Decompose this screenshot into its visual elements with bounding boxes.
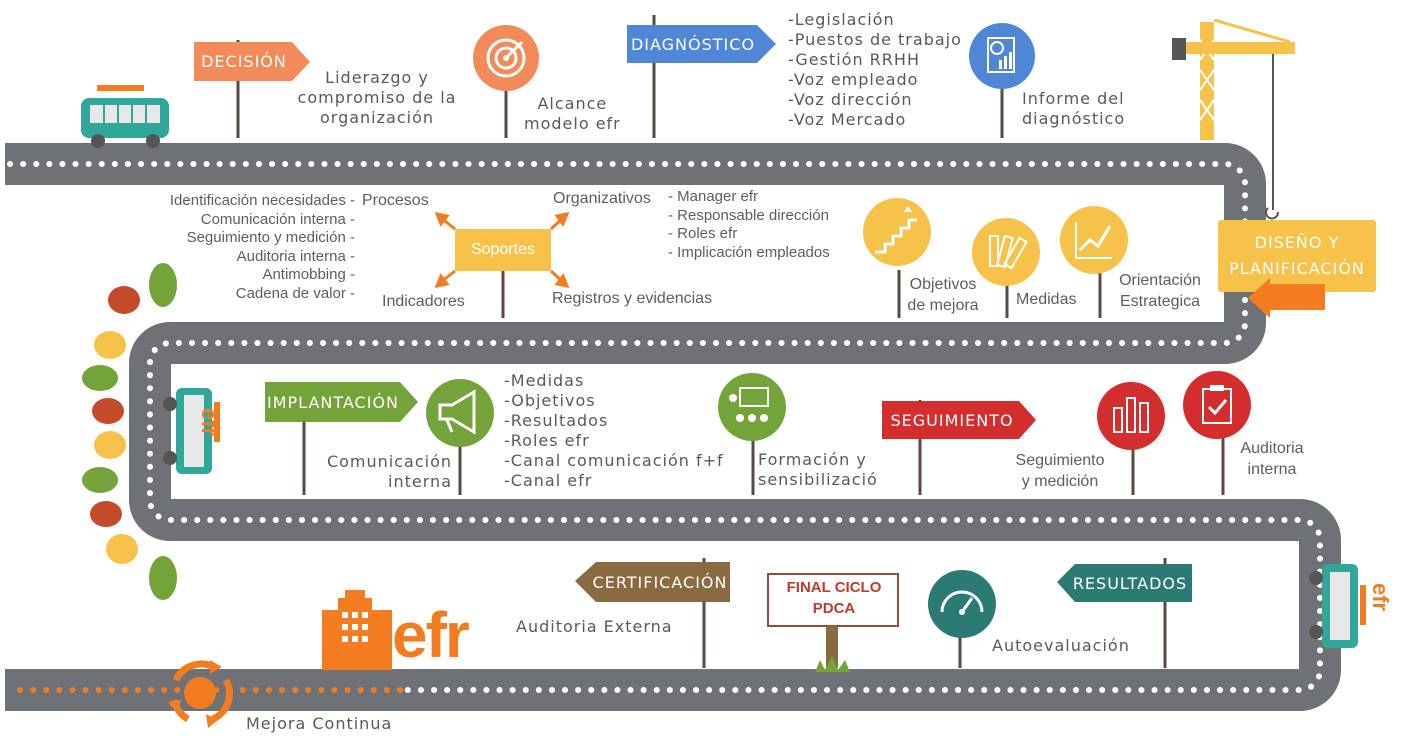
comunicacion-label: Comunicación interna [326, 452, 452, 491]
bus-icon [163, 388, 220, 474]
training-presentation-icon [718, 373, 786, 441]
auditoria-externa-label: Auditoria Externa [516, 617, 673, 636]
bus-icon [1309, 564, 1366, 648]
decision-sign [194, 42, 310, 81]
procesos-label: Procesos [362, 192, 429, 209]
diseno-sign [1218, 220, 1376, 292]
liderazgo-label: Liderazgo y compromiso de la organizació… [297, 68, 457, 127]
bar-chart-icon [1097, 382, 1165, 450]
final-ciclo-line1: FINAL CICLO [786, 579, 882, 596]
tree-icon [82, 263, 177, 600]
auditoria-interna-label: Auditoria interna [1240, 440, 1304, 478]
building-logo-icon [322, 590, 392, 670]
decision-sign-label: DECISIÓN [201, 52, 287, 71]
efr-logo-text: efr [392, 599, 470, 671]
megaphone-icon [426, 379, 494, 447]
soportes-sign-label: Soportes [470, 241, 536, 258]
crane-icon [1172, 18, 1295, 220]
gauge-icon [928, 570, 996, 638]
cycle-arrows-icon [168, 660, 233, 728]
clipboard-check-icon [1183, 371, 1251, 439]
indicadores-label: Indicadores [382, 293, 465, 310]
organizativos-list: - Manager efr - Responsable dirección - … [668, 188, 830, 261]
seguimiento-medicion-label: Seguimiento y medición [1015, 452, 1105, 490]
medidas-label: Medidas [1016, 291, 1077, 308]
growth-chart-icon [1060, 206, 1128, 274]
registros-label: Registros y evidencias [552, 290, 713, 307]
soportes-arrows [434, 211, 570, 289]
implantacion-sign [265, 382, 418, 422]
seguimiento-sign [882, 401, 1036, 439]
diseno-sign-label: DISEÑO Y PLANIFICACIÓN [1229, 233, 1365, 278]
objetivos-label: Objetivos de mejora [907, 276, 979, 314]
resultados-sign [1057, 564, 1192, 602]
diseno-arrow [1248, 278, 1325, 318]
implantacion-list: -Medidas -Objetivos -Resultados -Roles e… [504, 371, 724, 490]
procesos-list: Identificación necesidades - Comunicació… [169, 192, 355, 302]
efr-bus-label: efr [1368, 583, 1393, 612]
orientacion-label: Orientación Estrategica [1119, 272, 1201, 310]
color-swatches-icon [972, 218, 1040, 286]
diagnostico-sign [627, 25, 776, 63]
stairs-goal-icon [863, 198, 931, 266]
informe-label: Informe del diagnóstico [1022, 89, 1126, 128]
organizativos-label: Organizativos [553, 190, 651, 207]
final-ciclo-post [826, 626, 838, 668]
seguimiento-sign-label: SEGUIMIENTO [890, 410, 1014, 430]
certificacion-sign [575, 562, 730, 602]
grass [815, 656, 850, 672]
efr-bus-label: efr [197, 408, 222, 437]
resultados-sign-label: RESULTADOS [1072, 573, 1188, 593]
diagnostico-list: -Legislación -Puestos de trabajo -Gestió… [788, 10, 962, 129]
report-chart-icon [969, 23, 1035, 89]
diagnostico-sign-label: DIAGNÓSTICO [630, 34, 756, 54]
mejora-continua-label: Mejora Continua [246, 714, 393, 733]
target-icon [473, 25, 539, 91]
certificacion-sign-label: CERTIFICACIÓN [592, 572, 728, 592]
autoevaluacion-label: Autoevaluación [992, 636, 1130, 655]
alcance-label: Alcance modelo efr [524, 94, 621, 133]
formacion-label: Formación y sensibilizació [758, 450, 878, 489]
implantacion-sign-label: IMPLANTACIÓN [266, 392, 399, 412]
final-ciclo-line2: PDCA [812, 600, 856, 617]
bus-icon [81, 85, 169, 148]
soportes-sign [455, 229, 551, 271]
